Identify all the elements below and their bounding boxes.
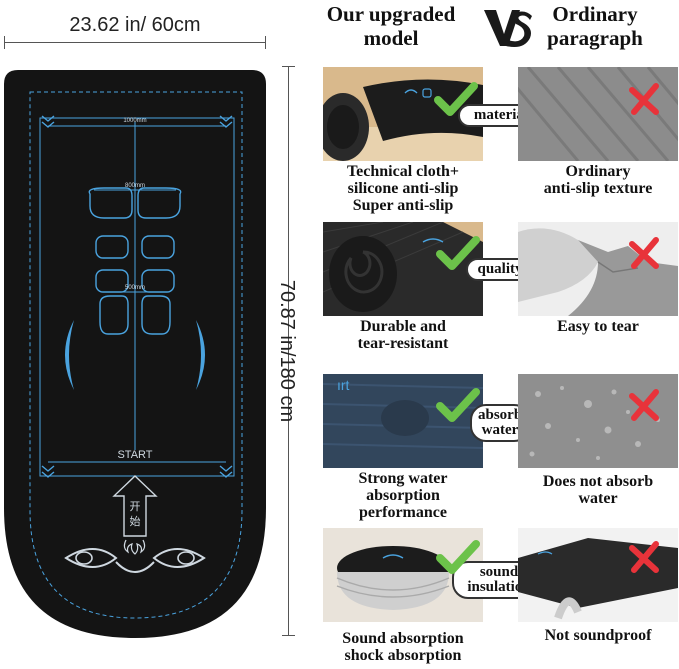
ordinary-absorb-caption: Does not absorb water <box>542 473 654 507</box>
badge-sound-text: sound insulation <box>467 564 531 595</box>
upgraded-material-caption: Technical cloth+ silicone anti-slip Supe… <box>346 163 460 214</box>
ordinary-material-caption: Ordinary anti-slip texture <box>543 163 653 197</box>
upgraded-quality-caption: Durable and tear-resistant <box>357 318 449 352</box>
marking-500mm: 500mm <box>125 285 145 291</box>
ordinary-quality-photo <box>518 222 678 316</box>
upgraded-absorb-caption: Strong water absorption performance <box>358 470 448 521</box>
ordinary-quality-caption: Easy to tear <box>557 318 639 335</box>
ordinary-absorb-photo <box>518 374 678 468</box>
ordinary-material-photo <box>518 67 678 161</box>
upgraded-material-photo <box>323 67 483 161</box>
start-label: START <box>117 449 152 461</box>
badge-quality-text: quality <box>477 261 523 277</box>
start-cn-bottom: 始 <box>130 514 141 528</box>
cross-icon <box>628 82 662 121</box>
upgraded-quality-photo <box>323 222 483 316</box>
cross-icon <box>628 236 662 275</box>
check-icon <box>434 82 478 123</box>
width-dimension: 23.62 in/ 60cm <box>0 0 270 60</box>
header-upgraded-model: Our upgraded model <box>306 2 476 50</box>
check-icon <box>436 388 480 429</box>
vs-icon <box>482 8 534 48</box>
upgraded-absorb-photo: ırt <box>323 374 483 468</box>
sit-up-mat-illustration: 1000mm 800mm 500mm START 开 始 <box>4 70 266 638</box>
width-arrow-line <box>4 36 266 49</box>
width-label: 23.62 in/ 60cm <box>69 14 201 36</box>
marking-800mm: 800mm <box>125 183 145 189</box>
svg-text:ırt: ırt <box>337 377 350 393</box>
header-upgraded-text: Our upgraded model <box>326 2 456 50</box>
upgraded-sound-caption: Sound absorption shock absorption <box>342 630 464 664</box>
height-dimension: 70.87 in/180 cm <box>270 66 310 636</box>
check-icon <box>436 236 480 277</box>
height-label: 70.87 in/180 cm <box>276 279 298 423</box>
header-ordinary-text: Ordinary paragraph <box>547 2 643 50</box>
badge-material-text: material <box>473 107 529 123</box>
ordinary-sound-photo <box>518 528 678 622</box>
cross-icon <box>628 388 662 427</box>
check-icon <box>436 540 480 581</box>
badge-absorb-text: absorb water <box>478 407 523 438</box>
cross-icon <box>628 540 662 579</box>
start-cn-top: 开 <box>130 500 141 513</box>
header-ordinary-paragraph: Ordinary paragraph <box>510 2 679 50</box>
height-arrow-line <box>282 66 295 636</box>
ordinary-sound-caption: Not soundproof <box>544 627 652 644</box>
marking-1000mm: 1000mm <box>123 118 146 124</box>
